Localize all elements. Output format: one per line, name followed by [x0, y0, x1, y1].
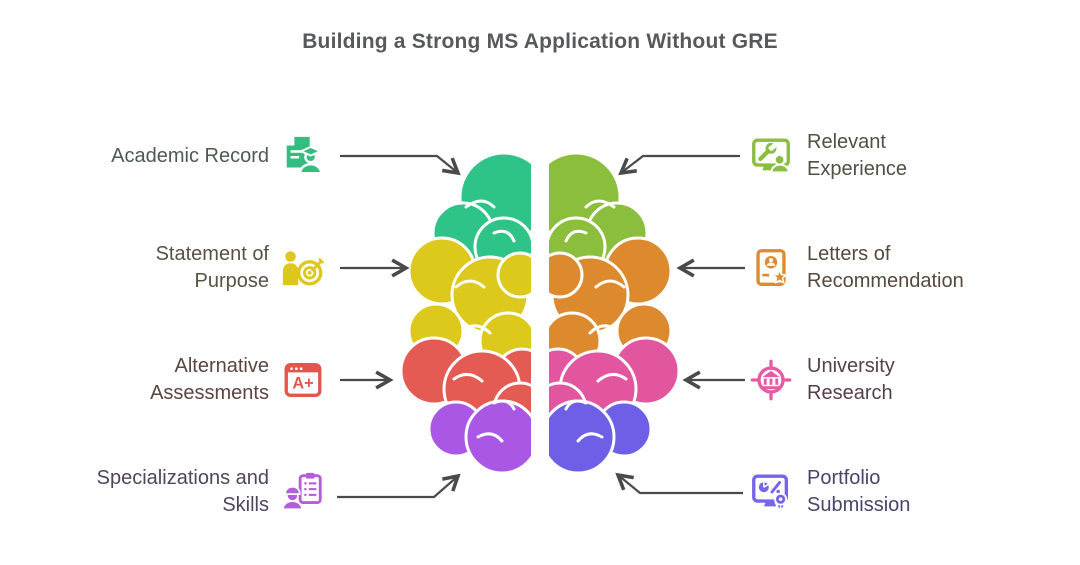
list-item-portfolio-submission: Portfolio Submission: [748, 460, 1072, 524]
item-label: University Research: [807, 355, 895, 404]
list-item-university-research: University Research: [748, 348, 1072, 412]
list-item-academic-record: Academic Record: [60, 124, 326, 188]
arrow-specializations-skills: [337, 473, 461, 499]
item-label: Relevant Experience: [807, 131, 908, 180]
page-title: Building a Strong MS Application Without…: [302, 30, 778, 53]
list-item-statement-of-purpose: Statement of Purpose: [60, 236, 326, 300]
academic-record-icon: [280, 133, 326, 179]
item-label: Specializations and Skills: [96, 467, 269, 516]
university-research-icon: [748, 357, 794, 403]
list-item-alternative-assessments: Alternative Assessments A+: [60, 348, 326, 412]
svg-text:A+: A+: [292, 375, 313, 393]
list-item-relevant-experience: Relevant Experience: [748, 124, 1072, 188]
brain-left-hemisphere: [400, 151, 531, 475]
item-label: Statement of Purpose: [155, 243, 269, 292]
brain-right-hemisphere: [549, 151, 680, 475]
item-label: Portfolio Submission: [807, 467, 911, 516]
arrow-portfolio-submission: [615, 472, 743, 495]
specializations-skills-icon: [280, 469, 326, 515]
letters-of-recommendation-icon: [748, 245, 794, 291]
list-item-letters-of-recommendation: Letters of Recommendation: [748, 236, 1072, 300]
relevant-experience-icon: [748, 133, 794, 179]
portfolio-submission-icon: [748, 469, 794, 515]
item-label: Letters of Recommendation: [807, 243, 964, 292]
brain-graphic: [400, 151, 680, 475]
list-item-specializations-skills: Specializations and Skills: [60, 460, 326, 524]
statement-of-purpose-icon: [280, 245, 326, 291]
item-label: Alternative Assessments: [150, 355, 269, 404]
alternative-assessments-icon: A+: [280, 357, 326, 403]
item-label: Academic Record: [111, 144, 269, 167]
